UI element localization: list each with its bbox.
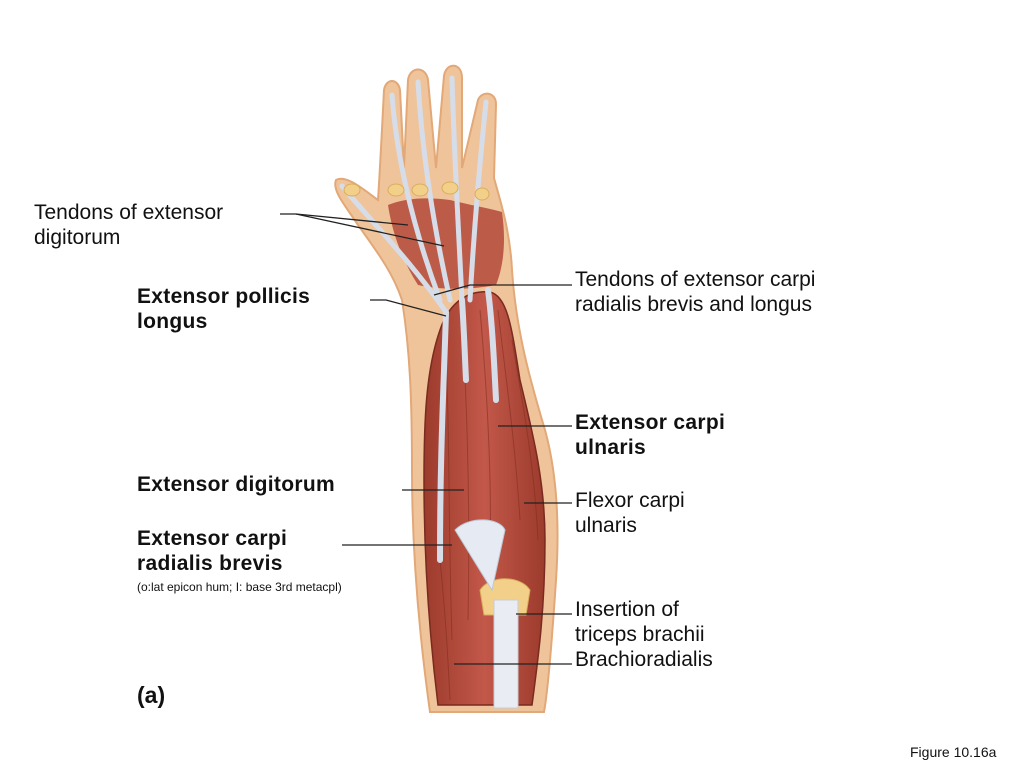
label-line: triceps brachii [575,623,705,647]
label-tendons-extensor-carpi-radialis: Tendons of extensor carpi radialis brevi… [575,267,815,317]
label-brachioradialis: Brachioradialis [575,647,713,672]
label-extensor-carpi-ulnaris: Extensor carpi ulnaris [575,410,725,460]
label-line: ulnaris [575,514,637,538]
figure-caption: Figure 10.16a [910,744,997,760]
label-flexor-carpi-ulnaris: Flexor carpi ulnaris [575,488,685,538]
label-line: radialis brevis [137,552,283,576]
label-extensor-carpi-radialis-brevis: Extensor carpi radialis brevis [137,526,287,576]
label-line: Extensor pollicis [137,285,311,308]
label-line: ulnaris [575,436,646,460]
label-insertion-triceps: Insertion of triceps brachii [575,597,705,647]
label-line: digitorum [34,226,121,250]
label-line: Extensor digitorum [137,473,335,496]
aponeurosis-fan [454,519,506,592]
label-line: Tendons of extensor carpi [575,268,816,291]
forearm-tendons [437,287,499,563]
label-line: Insertion of [575,598,679,621]
triceps-tendon [493,599,519,709]
label-line: longus [137,310,208,334]
label-ecr-brevis-note: (o:lat epicon hum; I: base 3rd metacpl) [137,580,342,594]
label-line: Extensor carpi [137,527,288,550]
label-line: Tendons of extensor [34,201,224,224]
label-line: radialis brevis and longus [575,293,812,317]
panel-label: (a) [137,682,166,708]
label-line: Extensor carpi [575,411,726,434]
label-extensor-digitorum: Extensor digitorum [137,472,335,497]
label-extensor-pollicis-longus: Extensor pollicis longus [137,284,310,334]
label-tendons-extensor-digitorum: Tendons of extensor digitorum [34,200,223,250]
label-line: Brachioradialis [575,648,713,671]
label-line: Flexor carpi [575,489,685,512]
leader-lines [280,213,572,665]
